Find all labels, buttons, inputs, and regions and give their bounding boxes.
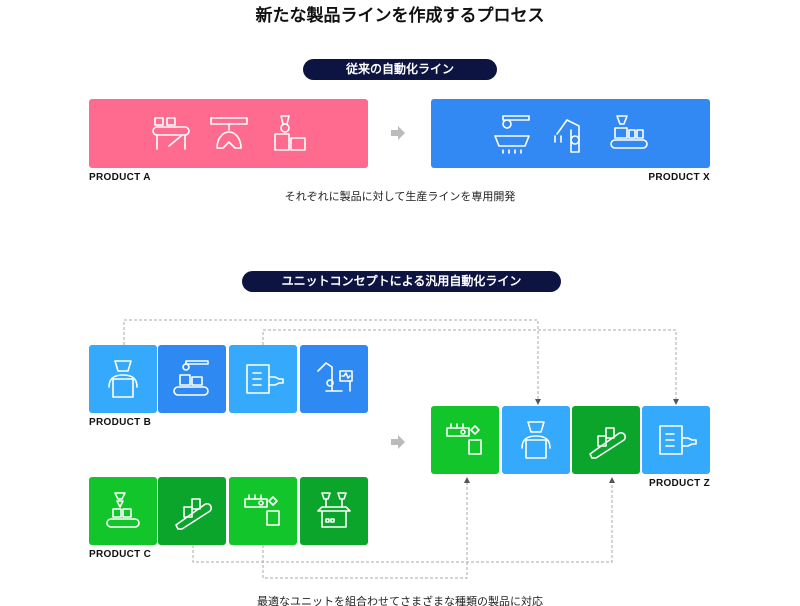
hopper-icon (108, 360, 138, 398)
sorter-icon (446, 423, 482, 455)
connector-c2-to-z3 (192, 477, 615, 563)
labeler-icon (659, 425, 697, 455)
section-pill-unit: ユニットコンセプトによる汎用自動化ライン (242, 271, 561, 292)
product-z-label: PRODUCT Z (648, 478, 710, 489)
section-pill-conventional: 従来の自動化ライン (303, 59, 497, 80)
page-title: 新たな製品ラインを作成するプロセス (255, 6, 545, 26)
unit-labeler (642, 406, 710, 474)
press-icon (209, 116, 248, 149)
product-x-label: PRODUCT X (648, 172, 710, 183)
arrow-right-icon (391, 435, 405, 449)
filling-conveyor-icon (609, 114, 648, 149)
connector-b1-to-z2 (123, 319, 541, 405)
unit-labeler (229, 345, 297, 413)
connector-b3-to-z4 (262, 329, 679, 405)
boxing-icon (317, 492, 351, 528)
packaging-robot-icon (273, 114, 306, 151)
product-b-label: PRODUCT B (89, 417, 152, 428)
unit-sorter (229, 477, 297, 545)
arrow-right-icon (391, 126, 405, 140)
pick-place-icon (173, 360, 209, 396)
caption-conventional: それぞれに製品に対して生産ラインを専用開発 (284, 190, 516, 203)
product-c-label: PRODUCT C (89, 549, 152, 560)
robot-monitor-icon (317, 362, 353, 392)
unit-sorter (431, 406, 499, 474)
hopper-icon (521, 421, 551, 459)
product-a-label: PRODUCT A (89, 172, 151, 183)
incline-conveyor-icon (589, 427, 627, 459)
sorter-icon (244, 494, 280, 526)
filling-conveyor-icon (106, 492, 140, 528)
unit-robot-arm (300, 345, 368, 413)
robot-arm-icon (553, 118, 580, 153)
unit-incline-conveyor (158, 477, 226, 545)
unit-hopper (502, 406, 570, 474)
connector-c3-to-z1 (262, 477, 470, 579)
conveyor-icon (151, 116, 190, 150)
product-a-line (89, 99, 368, 168)
incline-conveyor-icon (175, 498, 213, 530)
product-x-line (431, 99, 710, 168)
unit-boxing (300, 477, 368, 545)
unit-incline-conveyor (572, 406, 640, 474)
unit-filling-conveyor (89, 477, 157, 545)
labeler-icon (246, 364, 284, 394)
unit-hopper (89, 345, 157, 413)
mixer-robot-icon (493, 114, 530, 154)
caption-unit: 最適なユニットを組合わせてさまざまな種類の製品に対応 (257, 595, 543, 606)
unit-pick-place (158, 345, 226, 413)
